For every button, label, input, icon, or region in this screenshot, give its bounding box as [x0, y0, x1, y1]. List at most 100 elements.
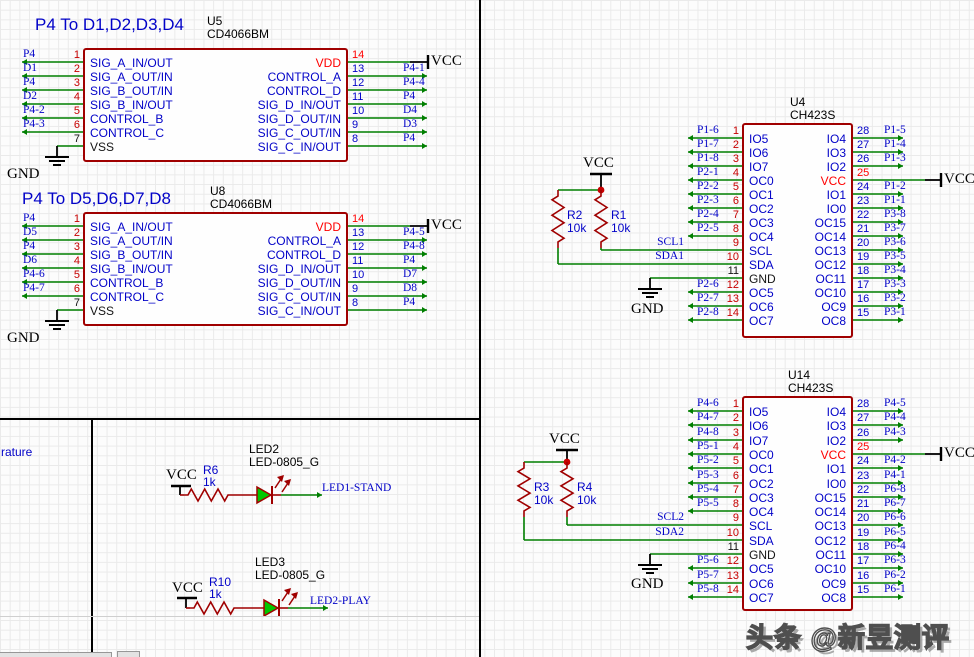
u4-net-label[interactable]: P1-8	[697, 152, 719, 164]
u5-net-label[interactable]: D3	[403, 118, 418, 130]
u4-net-label[interactable]: P2-7	[697, 292, 719, 304]
u5-net-label[interactable]: D1	[23, 62, 38, 74]
u8-pin-name[interactable]: SIG_C_IN/OUT	[257, 304, 341, 318]
u5-pin-name[interactable]: CONTROL_C	[90, 126, 165, 140]
u5-gnd-label[interactable]: GND	[7, 166, 40, 182]
u14-pin-name[interactable]: IO5	[749, 405, 769, 419]
led2-part-number[interactable]: LED-0805_G	[249, 455, 320, 469]
u5-pin-number[interactable]: 2	[73, 63, 80, 75]
u8-pin-name[interactable]: SIG_B_OUT/IN	[90, 248, 173, 262]
u5-vcc-port-label[interactable]: VCC	[431, 53, 462, 69]
u5-pin-name[interactable]: SIG_A_OUT/IN	[90, 70, 173, 84]
u14-net-label[interactable]: P4-2	[884, 454, 906, 466]
u8-pin-name[interactable]: SIG_A_OUT/IN	[90, 234, 173, 248]
u8-net-label[interactable]: P4	[403, 296, 416, 308]
r1-designator[interactable]: R1	[611, 208, 627, 222]
u5-pin-number[interactable]: 12	[352, 77, 365, 89]
u8-pin-number[interactable]: 2	[73, 227, 80, 239]
u5-pin-number[interactable]: 14	[352, 49, 365, 61]
u14-pin-name[interactable]: OC0	[749, 448, 774, 462]
u4-net-label[interactable]: P2-6	[697, 278, 719, 290]
u4-pin-name[interactable]: OC1	[749, 188, 774, 202]
u8-pin-name[interactable]: VDD	[315, 220, 341, 234]
u5-pin-number[interactable]: 8	[352, 133, 359, 145]
u4-pin-name[interactable]: OC13	[814, 244, 846, 258]
u4-net-label[interactable]: P1-5	[884, 124, 906, 136]
u14-pin-number[interactable]: 6	[732, 470, 739, 482]
u5-pin-number[interactable]: 3	[73, 77, 80, 89]
u4-pin-name[interactable]: IO0	[826, 202, 846, 216]
u8-pin-name[interactable]: SIG_C_OUT/IN	[257, 290, 341, 304]
u4-net-label[interactable]: P2-5	[697, 222, 719, 234]
u8-pin-number[interactable]: 5	[73, 269, 80, 281]
u14-pin-name[interactable]: OC11	[815, 548, 846, 562]
u5-pin-name[interactable]: SIG_B_IN/OUT	[90, 98, 173, 112]
u4-pin-name[interactable]: OC2	[749, 202, 774, 216]
u5-pin-number[interactable]: 7	[73, 133, 80, 145]
u14-pin-number[interactable]: 13	[726, 570, 739, 582]
u14-net-label[interactable]: P5-7	[697, 569, 719, 581]
u4-net-label[interactable]: P1-1	[884, 194, 906, 206]
u4-pin-number[interactable]: 28	[857, 125, 870, 137]
u4-part-number[interactable]: CH423S	[790, 108, 836, 122]
u14-pin-name[interactable]: OC14	[814, 505, 846, 519]
r10-value[interactable]: 1k	[209, 587, 222, 601]
u14-net-label[interactable]: P4-3	[884, 426, 906, 438]
r1-resistor-body[interactable]	[593, 190, 609, 248]
u5-pin-name[interactable]: VDD	[315, 56, 341, 70]
u4-net-label[interactable]: P3-7	[884, 222, 906, 234]
u14-pin-number[interactable]: 11	[727, 541, 739, 553]
u14-vcc-port-label[interactable]: VCC	[944, 445, 974, 461]
u4-net-label[interactable]: P2-8	[697, 306, 719, 318]
u14-pin-number[interactable]: 7	[732, 484, 739, 496]
u8-net-label[interactable]: P4-8	[403, 240, 425, 252]
u4-pin-number[interactable]: 6	[732, 195, 739, 207]
bottom-tab-box[interactable]	[0, 652, 112, 657]
u8-net-label[interactable]: P4	[23, 212, 36, 224]
u14-pin-name[interactable]: IO0	[826, 477, 846, 491]
u14-pin-number[interactable]: 16	[857, 570, 870, 582]
u14-pin-name[interactable]: OC5	[749, 562, 774, 576]
u4-pin-number[interactable]: 10	[726, 251, 739, 263]
u14-pin-name[interactable]: IO3	[826, 419, 846, 433]
led3-part-number[interactable]: LED-0805_G	[255, 568, 326, 582]
u4-net-label[interactable]: P1-2	[884, 180, 906, 192]
u5-pin-number[interactable]: 13	[352, 63, 365, 75]
u4-net-label[interactable]: P1-6	[697, 124, 719, 136]
u4-component-body[interactable]	[742, 123, 853, 338]
u4-designator[interactable]: U4	[790, 95, 806, 109]
r4-designator[interactable]: R4	[577, 480, 593, 494]
u5-pin-name[interactable]: SIG_B_OUT/IN	[90, 84, 173, 98]
u8-component-body[interactable]	[83, 212, 348, 326]
u14-pin-name[interactable]: SDA	[749, 534, 774, 548]
u14-pin-name[interactable]: OC15	[814, 491, 846, 505]
u5-net-label[interactable]: P4-4	[403, 76, 425, 88]
u5-net-label[interactable]: P4	[23, 48, 36, 60]
u4-pin-name[interactable]: OC12	[814, 258, 846, 272]
u14-pin-number[interactable]: 8	[732, 498, 739, 510]
u14-net-label[interactable]: P6-5	[884, 526, 906, 538]
u5-pin-number[interactable]: 10	[352, 105, 365, 117]
u14-pin-number[interactable]: 9	[732, 512, 739, 524]
u14-net-label[interactable]: P6-6	[884, 511, 906, 523]
u8-pin-name[interactable]: CONTROL_C	[90, 290, 165, 304]
u4-pin-number[interactable]: 20	[857, 237, 870, 249]
u5-net-label[interactable]: D2	[23, 90, 38, 102]
u4-pin-name[interactable]: IO1	[826, 188, 846, 202]
u14-pin-name[interactable]: IO6	[749, 419, 769, 433]
u4-pin-number[interactable]: 22	[857, 209, 870, 221]
u8-pin-name[interactable]: VSS	[90, 304, 115, 318]
r2-value[interactable]: 10k	[567, 221, 587, 235]
u14-pin-number[interactable]: 21	[857, 498, 870, 510]
u14-pin-name[interactable]: IO2	[826, 434, 846, 448]
u8-pin-number[interactable]: 7	[73, 297, 80, 309]
u14-gnd-label[interactable]: GND	[631, 576, 664, 592]
u5-pin-name[interactable]: CONTROL_A	[267, 70, 341, 84]
u8-net-label[interactable]: D5	[23, 226, 38, 238]
u8-pin-name[interactable]: SIG_D_OUT/IN	[257, 276, 341, 290]
r6-designator[interactable]: R6	[203, 463, 219, 477]
u4-net-label[interactable]: P3-2	[884, 292, 906, 304]
u8-gnd-label[interactable]: GND	[7, 330, 40, 346]
u5-designator[interactable]: U5	[207, 14, 223, 28]
u8-pin-number[interactable]: 1	[73, 213, 80, 225]
